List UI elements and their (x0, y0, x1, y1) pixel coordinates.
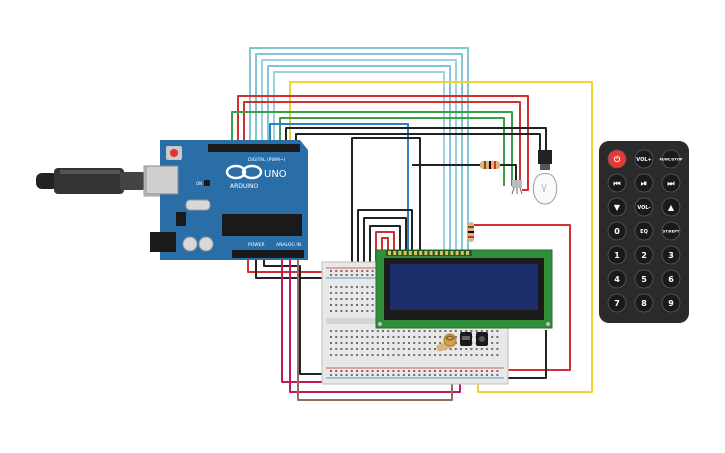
remote-key-label: ▲ (668, 203, 675, 212)
resistor-lcd[interactable] (468, 222, 474, 242)
arduino-model-text: UNO (264, 169, 287, 180)
digital-header (208, 144, 300, 152)
power-jack (150, 232, 176, 252)
wire-black-6[interactable] (369, 225, 401, 265)
remote-key-label: 7 (614, 299, 620, 308)
remote-key-func-stop[interactable]: FUNC/STOP (659, 149, 683, 169)
remote-key-label: 5 (641, 275, 647, 284)
remote-key-label: ⏻ (614, 155, 621, 164)
remote-key-label: ⏯ (641, 179, 647, 188)
remote-key-next[interactable]: ⏭ (661, 173, 681, 193)
wire-red-3[interactable] (375, 231, 395, 265)
remote-key-label: 4 (614, 275, 620, 284)
remote-key-label: 0 (614, 227, 620, 236)
remote-key-seven[interactable]: 7 (607, 293, 627, 313)
wire-red-2[interactable] (243, 101, 521, 188)
remote-key-label: 3 (668, 251, 674, 260)
remote-key-label: 2 (641, 251, 647, 260)
remote-key-label: ST/REPT (663, 230, 680, 234)
remote-key-vol-down[interactable]: VOL- (634, 197, 654, 217)
wire-green-2[interactable] (279, 117, 505, 186)
remote-key-eight[interactable]: 8 (634, 293, 654, 313)
wire-blue[interactable] (269, 123, 409, 265)
remote-key-label: EQ (640, 229, 648, 235)
remote-key-label: 9 (668, 299, 674, 308)
remote-key-one[interactable]: 1 (607, 245, 627, 265)
power-analog-header (232, 250, 304, 258)
ir-remote[interactable]: ⏻ VOL+ FUNC/STOP ⏮ ⏯ ⏭ ▼ VOL- ▲ 0 EQ ST/REPT 1 2 3 4 5 6 7… (599, 141, 689, 323)
analog-label: ANALOG IN (276, 242, 301, 248)
wire-black-3[interactable] (351, 137, 421, 265)
wire-cyan-1[interactable] (249, 47, 469, 255)
remote-key-up[interactable]: ▲ (661, 197, 681, 217)
wire-yellow-top[interactable] (289, 81, 593, 393)
remote-key-six[interactable]: 6 (661, 269, 681, 289)
photoresistor[interactable] (443, 333, 457, 347)
wire-black-power[interactable] (255, 260, 326, 279)
power-label: POWER (248, 242, 265, 248)
remote-key-label: 6 (668, 275, 674, 284)
light-bulb-icon[interactable] (532, 150, 558, 205)
atmega-chip (222, 214, 302, 236)
reset-button-cap[interactable] (170, 149, 178, 157)
wire-cyan-3[interactable] (261, 59, 457, 255)
remote-key-five[interactable]: 5 (634, 269, 654, 289)
wire-red-lcd-right[interactable] (472, 224, 571, 371)
remote-key-label: ▼ (614, 203, 621, 212)
remote-key-two[interactable]: 2 (634, 245, 654, 265)
remote-key-label: ⏮ (613, 179, 620, 188)
wire-black-gnd[interactable] (263, 260, 326, 375)
lcd-display[interactable] (375, 249, 553, 329)
on-label: ON (196, 181, 202, 186)
remote-key-eq[interactable]: EQ (634, 221, 654, 241)
remote-key-label: FUNC/STOP (659, 158, 682, 162)
remote-key-vol-up[interactable]: VOL+ (634, 149, 654, 169)
lcd-pins (388, 251, 469, 255)
digital-label: DIGITAL (PWM~) (248, 157, 286, 163)
remote-key-label: VOL- (637, 205, 650, 211)
wire-black-resistor-2[interactable] (500, 164, 517, 185)
remote-key-four[interactable]: 4 (607, 269, 627, 289)
transistor[interactable] (511, 180, 523, 195)
remote-key-label: 8 (641, 299, 647, 308)
arduino-uno-board[interactable]: ARDUINO UNO DIGITAL (PWM~) POWER ANALOG … (145, 140, 308, 260)
remote-key-play-pause[interactable]: ⏯ (634, 173, 654, 193)
remote-key-power[interactable]: ⏻ (607, 149, 627, 169)
wire-black-1[interactable] (285, 127, 547, 150)
wire-cyan-4[interactable] (267, 65, 451, 255)
wire-green-1[interactable] (231, 111, 513, 186)
ir-receiver[interactable] (460, 332, 472, 346)
arduino-logo-text: ARDUINO (230, 183, 259, 190)
wire-red-1[interactable] (237, 95, 529, 191)
remote-key-label: 1 (614, 251, 620, 260)
lcd-screen (390, 264, 538, 310)
remote-key-prev[interactable]: ⏮ (607, 173, 627, 193)
arduino-logo-icon (225, 164, 263, 180)
remote-key-st-rept[interactable]: ST/REPT (661, 221, 681, 241)
remote-key-three[interactable]: 3 (661, 245, 681, 265)
resistor-light[interactable] (480, 161, 500, 169)
temperature-sensor[interactable] (476, 332, 488, 346)
remote-keys: ⏻ VOL+ FUNC/STOP ⏮ ⏯ ⏭ ▼ VOL- ▲ 0 EQ ST/REPT 1 2 3 4 5 6 7… (607, 149, 683, 313)
remote-key-label: ⏭ (667, 179, 675, 188)
remote-key-down[interactable]: ▼ (607, 197, 627, 217)
remote-key-zero[interactable]: 0 (607, 221, 627, 241)
remote-key-nine[interactable]: 9 (661, 293, 681, 313)
wire-black-5[interactable] (363, 217, 407, 265)
remote-key-label: VOL+ (636, 157, 651, 163)
usb-port (145, 165, 179, 195)
wire-black-4[interactable] (357, 209, 413, 265)
